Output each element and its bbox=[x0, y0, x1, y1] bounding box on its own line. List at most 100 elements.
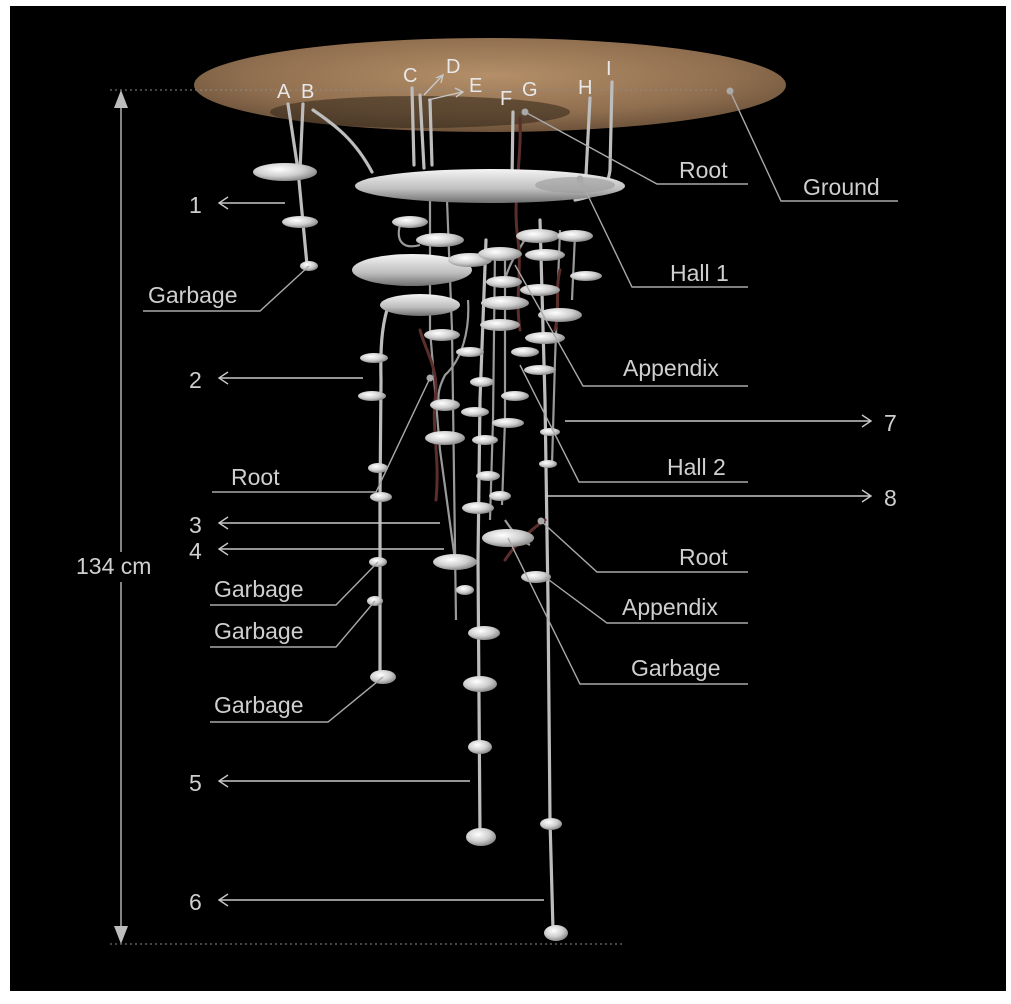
arrow-e-head bbox=[454, 87, 465, 98]
garbage-4-leader bbox=[210, 676, 384, 723]
chamber-5 bbox=[468, 740, 492, 754]
shaft-b-branch bbox=[311, 108, 374, 174]
hall-1-shade bbox=[535, 177, 615, 193]
callout-leaders bbox=[143, 87, 898, 723]
chamber-mid-5 bbox=[425, 431, 465, 445]
arrow-2-head bbox=[217, 371, 229, 385]
chamber-right-12 bbox=[524, 365, 556, 375]
chamber-right-bottom bbox=[540, 818, 562, 830]
chamber-small-2 bbox=[416, 233, 464, 247]
appendix-mid-leader bbox=[544, 576, 748, 624]
arrow-d bbox=[423, 75, 443, 96]
garbage-1-leader bbox=[143, 265, 310, 312]
garbage-2-leader bbox=[210, 561, 379, 606]
shaft-label-d: D bbox=[446, 56, 460, 78]
chamber-right-6 bbox=[486, 276, 522, 288]
arrow-5-head bbox=[217, 774, 229, 788]
chamber-number-4: 4 bbox=[189, 538, 202, 564]
scale-arrow-up bbox=[114, 90, 128, 108]
root-left bbox=[418, 328, 439, 502]
chamber-center-b bbox=[463, 676, 497, 692]
chamber-4 bbox=[433, 554, 477, 570]
chamber-number-arrows: 1 2 3 4 5 6 7 8 bbox=[189, 192, 897, 915]
hall-2-chamber bbox=[492, 418, 524, 428]
chamber-mid-3 bbox=[430, 399, 460, 411]
chamber-left-c bbox=[368, 463, 388, 473]
label-appendix-top: Appendix bbox=[623, 355, 719, 381]
chamber-small-1 bbox=[392, 216, 428, 228]
chamber-right-9 bbox=[538, 308, 582, 322]
label-garbage-1: Garbage bbox=[148, 282, 238, 308]
chamber-right-14 bbox=[539, 460, 557, 468]
arrow-7-head bbox=[861, 414, 873, 428]
hall-2-leader bbox=[519, 364, 748, 483]
hall-1-leader bbox=[579, 178, 748, 288]
large-chamber-upper bbox=[352, 254, 472, 286]
chamber-mid-10 bbox=[489, 491, 511, 501]
shaft-labels: A B C D E F G H I bbox=[277, 56, 612, 110]
shaft-d-tunnel bbox=[418, 93, 426, 170]
chamber-right-4 bbox=[525, 249, 565, 261]
chamber-7 bbox=[540, 428, 560, 436]
chamber-right-13 bbox=[501, 391, 529, 401]
chamber-number-2: 2 bbox=[189, 367, 202, 393]
chamber-center-a bbox=[468, 626, 500, 640]
callout-labels: Ground Root Hall 1 Appendix Hall 2 Root … bbox=[148, 157, 880, 718]
shaft-label-f: F bbox=[500, 88, 512, 110]
shaft-label-c: C bbox=[403, 65, 417, 87]
label-garbage-2: Garbage bbox=[214, 576, 304, 602]
chamber-right-11 bbox=[511, 347, 539, 357]
chamber-1-bottom bbox=[282, 216, 318, 228]
chamber-number-3: 3 bbox=[189, 512, 202, 538]
chamber-6 bbox=[544, 925, 568, 941]
scale-label-bg bbox=[72, 552, 170, 582]
shaft-e-tunnel bbox=[428, 98, 434, 167]
shaft-h-tunnel bbox=[584, 96, 592, 177]
chamber-number-7: 7 bbox=[884, 410, 897, 436]
appendix-top-leader bbox=[514, 264, 748, 387]
chamber-number-6: 6 bbox=[189, 889, 202, 915]
label-garbage-3: Garbage bbox=[214, 618, 304, 644]
chamber-2-b bbox=[358, 391, 386, 401]
chamber-2-a bbox=[360, 353, 388, 363]
arrow-3-head bbox=[217, 516, 229, 530]
chamber-1-top bbox=[253, 163, 317, 181]
chamber-mid-7 bbox=[472, 435, 498, 445]
shaft-label-a: A bbox=[277, 81, 291, 103]
arrow-1-head bbox=[217, 196, 229, 210]
arrow-8-head bbox=[861, 489, 873, 503]
chamber-mid-2 bbox=[456, 347, 484, 357]
chamber-number-1: 1 bbox=[189, 192, 202, 218]
label-root-top: Root bbox=[679, 157, 728, 183]
arrow-4-head bbox=[217, 542, 229, 556]
scale-label: 134 cm bbox=[76, 553, 151, 579]
arrow-6-head bbox=[217, 893, 229, 907]
chamber-number-8: 8 bbox=[884, 485, 897, 511]
tunnel-right-c bbox=[570, 234, 577, 301]
chamber-right-10 bbox=[480, 319, 520, 331]
chamber-center-bottom bbox=[466, 828, 496, 846]
shaft-label-g: G bbox=[522, 79, 538, 101]
chamber-mid-6 bbox=[470, 377, 494, 387]
tunnel-curve-1 bbox=[437, 299, 470, 411]
label-root-mid: Root bbox=[679, 544, 728, 570]
chamber-small-4 bbox=[456, 585, 474, 595]
scale-arrow-down bbox=[114, 926, 128, 944]
arrow-d-head bbox=[435, 73, 445, 84]
shaft-b-tunnel bbox=[298, 102, 305, 172]
chamber-right-1 bbox=[516, 229, 560, 243]
chamber-right-5 bbox=[570, 271, 602, 281]
chamber-right-3 bbox=[478, 247, 522, 261]
chamber-mid-9 bbox=[462, 502, 494, 514]
garbage-3-leader bbox=[210, 600, 376, 648]
root-top-leader bbox=[524, 111, 748, 185]
chamber-right-8 bbox=[481, 296, 529, 310]
shaft-label-h: H bbox=[578, 77, 592, 99]
label-hall-2: Hall 2 bbox=[667, 454, 726, 480]
shaft-f-tunnel bbox=[510, 110, 515, 182]
shaft-label-b: B bbox=[301, 81, 314, 103]
label-ground: Ground bbox=[803, 174, 880, 200]
root-mid-leader bbox=[540, 520, 748, 573]
